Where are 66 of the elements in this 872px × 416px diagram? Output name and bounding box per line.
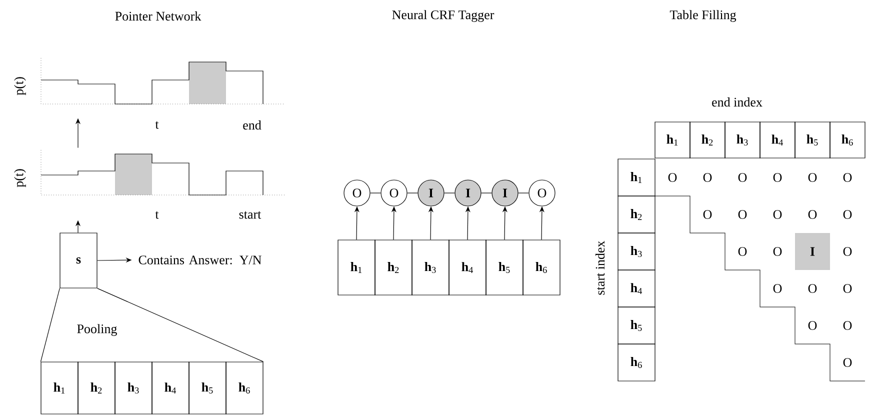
tag-label: O (738, 210, 747, 219)
header-cell: h$_{4}$ (760, 122, 796, 158)
header-cell: h$_{6}$ (830, 122, 866, 158)
tag-label: O (843, 173, 852, 182)
tag-label: O (843, 210, 852, 219)
tag-label: O (843, 284, 852, 293)
header-cell: h$_{2}$ (690, 122, 726, 158)
axis-label: end index (712, 97, 762, 107)
tag-label: O (808, 321, 817, 330)
token-box: h$_{5}$ (188, 362, 226, 414)
tag-label: O (808, 284, 817, 293)
token-box: h$_{3}$ (114, 362, 152, 414)
panel-title: Table Filling (670, 10, 736, 22)
header-cell: h$_{3}$ (618, 232, 656, 270)
tick-label: t (155, 211, 159, 219)
connector-line (444, 192, 455, 194)
token-box: h$_{3}$ (412, 240, 450, 296)
token-box: h$_{6}$ (522, 240, 560, 296)
panel-title: Neural CRF Tagger (392, 10, 494, 22)
header-cell: h$_{2}$ (618, 196, 656, 234)
header-cell: h$_{4}$ (618, 270, 656, 308)
output-label: Contains Answer: Y/N (138, 256, 262, 264)
token-box: h$_{6}$ (226, 362, 264, 414)
tick-label: t (155, 121, 159, 129)
token-box: h$_{5}$ (486, 240, 524, 296)
axis-label: start index (595, 240, 605, 295)
token-box: h$_{2}$ (78, 362, 116, 414)
token-box: h$_{4}$ (152, 362, 190, 414)
connector-line (481, 192, 492, 194)
connector-line (370, 192, 381, 194)
tag-label: O (738, 247, 747, 256)
tag-label: O (773, 284, 782, 293)
tag-label: O (843, 247, 852, 256)
pooling-label: Pooling (77, 324, 117, 336)
header-cell: h$_{6}$ (618, 344, 656, 382)
tag-label: O (773, 247, 782, 256)
header-cell: h$_{3}$ (724, 122, 760, 158)
tag-label: O (843, 358, 852, 367)
axis-label: p(t) (14, 169, 26, 188)
tag-label: O (843, 321, 852, 330)
tick-label: start (239, 211, 262, 219)
tag-label: O (808, 173, 817, 182)
connector-line (518, 192, 529, 194)
connector-line (97, 288, 264, 362)
tag-label: O (773, 210, 782, 219)
header-cell: h$_{1}$ (618, 158, 656, 196)
table-cell: I (795, 233, 830, 270)
tag-label: O (668, 173, 677, 182)
token-box: h$_{1}$ (40, 362, 78, 414)
tag-label: O (808, 210, 817, 219)
connector-line (40, 288, 60, 362)
header-cell: h$_{5}$ (618, 306, 656, 344)
tick-label: end (243, 120, 262, 130)
token-box: h$_{1}$ (338, 240, 376, 296)
tag-label: O (703, 210, 712, 219)
axis-label: p(t) (14, 77, 26, 96)
connector-line (407, 192, 418, 194)
token-box: h$_{4}$ (448, 240, 486, 296)
vector-box: s (60, 232, 98, 288)
header-cell: h$_{1}$ (654, 122, 690, 158)
token-box: h$_{2}$ (374, 240, 412, 296)
tag-label: O (773, 173, 782, 182)
header-cell: h$_{5}$ (794, 122, 830, 158)
panel-title: Pointer Network (115, 11, 202, 21)
tag-label: O (738, 173, 747, 182)
tag-label: O (703, 173, 712, 182)
